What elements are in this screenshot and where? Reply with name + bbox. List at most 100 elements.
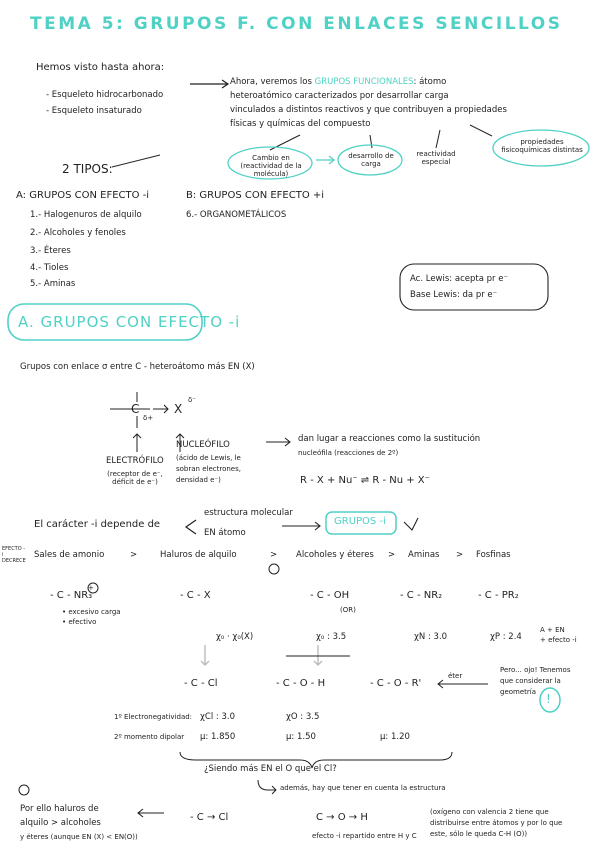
pero-1: Pero... ojo! Tenemos	[500, 666, 571, 674]
grey-arrow-1	[200, 645, 210, 666]
cloud-3-text: reactividad especial	[416, 150, 456, 166]
bottom-right-3: este, sólo le queda C-H (O))	[430, 830, 528, 838]
chi-3: χN : 3.0	[414, 632, 448, 642]
struct-nr3: - C - NR₃	[50, 590, 93, 601]
grey-arrow-2	[313, 645, 323, 666]
bottom-note-1: Por ello haluros de	[20, 804, 99, 814]
nucleofilo-note-3: densidad e⁻)	[176, 476, 221, 484]
ranking-sep: >	[130, 550, 138, 560]
bottom-right-1: (oxígeno con valencia 2 tiene que	[430, 808, 549, 816]
struct-cor: - C - O - R'	[370, 678, 422, 689]
cloud-1-text: Cambio en (reactividad de la molécula)	[240, 154, 302, 178]
circle-1	[87, 582, 99, 594]
struct-nr3-plus: +	[88, 584, 94, 592]
type-b-item: 6.- ORGANOMETÁLICOS	[186, 210, 287, 220]
struct-coh: - C - OH	[310, 590, 350, 601]
ahora-line2: heteroatómico caracterizados por desarro…	[230, 91, 449, 101]
struct-ccl: - C - Cl	[184, 678, 218, 689]
type-a-item: 2.- Alcoholes y fenoles	[30, 228, 126, 238]
nucleofilo-label: NUCLEÓFILO	[176, 440, 230, 450]
electrofilo-label: ELECTRÓFILO	[106, 456, 164, 466]
alert-circle	[539, 687, 561, 713]
hemos-text: Hemos visto hasta ahora:	[36, 62, 165, 73]
bottom-brace	[179, 751, 453, 769]
right-note-2: + efecto -i	[540, 636, 577, 644]
bond-arrow	[110, 404, 169, 414]
caracter-label: El carácter -i depende de	[34, 519, 161, 530]
eter-label: éter	[448, 672, 463, 680]
section-a-box	[7, 303, 203, 341]
arrow-up-nucleofilo	[175, 433, 185, 452]
struct-coh2: - C - O - H	[276, 678, 326, 689]
ranking-sep: >	[456, 550, 464, 560]
bottom-note-2: alquilo > alcoholes	[20, 818, 101, 828]
lewis-box	[399, 263, 549, 311]
check-mark	[403, 517, 419, 531]
ranking-sep: >	[270, 550, 278, 560]
ranking-item: Alcoholes y éteres	[296, 550, 374, 560]
struct-coh-or: (OR)	[340, 606, 356, 614]
bottom-ccl: - C → Cl	[190, 812, 229, 823]
x-label: X	[174, 402, 183, 416]
arrow-dan-lugar	[266, 437, 291, 447]
arrow-down-right	[469, 124, 493, 137]
cloud-2	[337, 144, 403, 176]
dip-label: 2º momento dipolar	[114, 733, 185, 741]
bullet-2: - Esqueleto insaturado	[46, 106, 142, 116]
delta-plus: δ+	[143, 414, 154, 422]
pero-3: geometría	[500, 688, 537, 696]
cloud-4	[492, 129, 590, 167]
grupos-box	[325, 511, 397, 535]
arrow-down	[369, 134, 373, 149]
ac-lewis: Ac. Lewis: acepta pr e⁻	[410, 274, 508, 284]
answer: además, hay que tener en cuenta la estru…	[280, 784, 446, 792]
struct-cx: - C - X	[180, 590, 211, 601]
bottom-right-2: distribuirse entre átomos y por lo que	[430, 819, 563, 827]
ranking-item: Aminas	[408, 550, 440, 560]
estructura-label: estructura molecular	[204, 508, 293, 518]
bottom-coh: C → O → H	[316, 812, 368, 823]
nucleofilo-note-2: sobran electrones,	[176, 465, 241, 473]
alert-icon: !	[546, 692, 551, 706]
brace-less	[184, 519, 197, 535]
pero-2: que considerar la	[500, 677, 561, 685]
dip-2: μ: 1.50	[286, 732, 316, 742]
chi-1: χ₀ · χ₀(X)	[216, 632, 254, 642]
ahora-line1: Ahora, veremos los GRUPOS FUNCIONALES: á…	[230, 77, 446, 87]
ahora-text-b: : átomo	[413, 77, 447, 87]
right-note-1: A + EN	[540, 626, 565, 634]
ep-cl: χCl : 3.0	[200, 712, 235, 722]
chi-2: χ₀ : 3.5	[316, 632, 347, 642]
grupos-funcionales-label: GRUPOS FUNCIONALES	[314, 77, 414, 87]
en-atomo-label: EN átomo	[204, 528, 246, 538]
type-a-item: 1.- Halogenuros de alquilo	[30, 210, 142, 220]
type-a-item: 3.- Éteres	[30, 246, 71, 256]
efecto-side-label: EFECTO -i DECRECE	[2, 546, 26, 564]
arrow-up-electrofilo	[132, 433, 142, 452]
arrow-down	[435, 129, 441, 149]
struct-cpr2: - C - PR₂	[478, 590, 519, 601]
bullet-1: - Esqueleto hidrocarbonado	[46, 90, 164, 100]
arrow-eter	[437, 679, 488, 689]
type-a-item: 4.- Tioles	[30, 263, 69, 273]
ahora-line3: vinculados a distintos reactivos y que c…	[230, 105, 507, 115]
bottom-efecto-note: efecto -i repartido entre H y C	[312, 832, 417, 840]
cloud-2-text: desarrollo de carga	[348, 152, 394, 168]
ep-o: χO : 3.5	[286, 712, 320, 722]
bottom-note-3: y éteres (aunque EN (X) < EN(O))	[20, 833, 138, 841]
arrow-tipos	[111, 154, 161, 168]
reaction-equation: R - X + Nu⁻ ⇌ R - Nu + X⁻	[300, 475, 430, 486]
ahora-line4: físicas y químicas del compuesto	[230, 119, 371, 129]
section-a-heading: A. GRUPOS CON EFECTO -i	[18, 313, 241, 331]
ep-label: 1º Electronegatividad:	[114, 713, 193, 721]
electrofilo-note: (receptor de e⁻, déficit de e⁻)	[107, 470, 163, 486]
type-a-item: 5.- Aminas	[30, 279, 76, 289]
cloud-4-text: propiedades fisicoquímicas distintas	[501, 138, 583, 154]
chi-4: χP : 2.4	[490, 632, 522, 642]
ranking-sep: >	[388, 550, 396, 560]
ahora-text: Ahora, veremos los	[230, 77, 312, 87]
cloud-arrow	[316, 155, 335, 165]
dip-1: μ: 1.850	[200, 732, 236, 742]
